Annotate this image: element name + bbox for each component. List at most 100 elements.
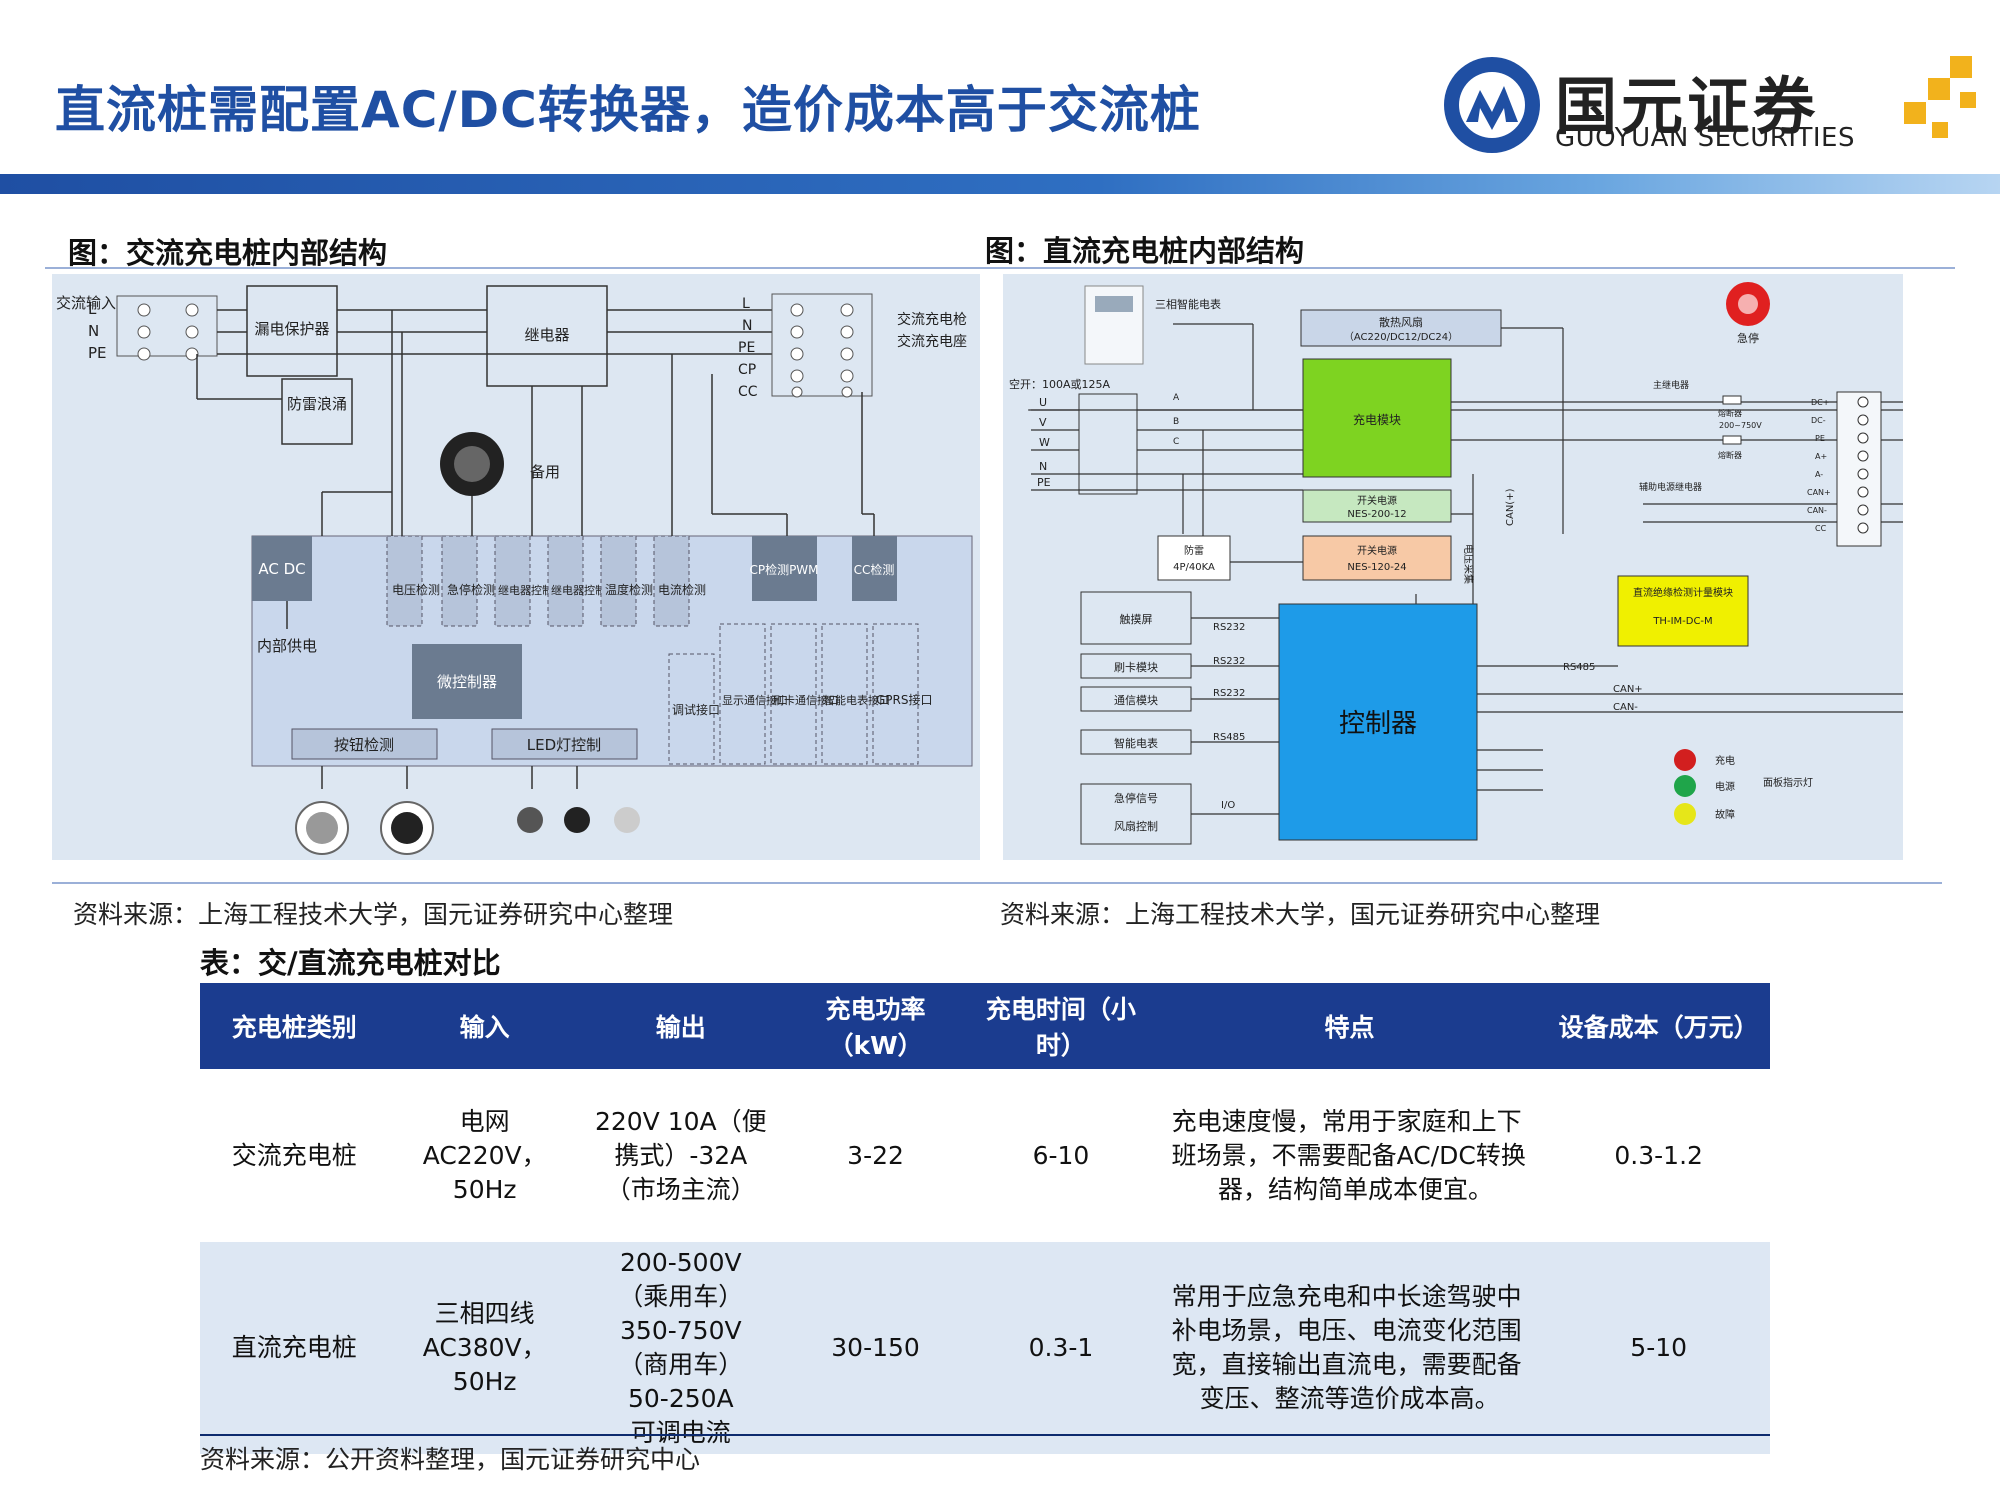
cell-feature-line: 补电场景，电压、电流变化范围 — [1171, 1316, 1522, 1345]
cell-feature: 充电速度慢，常用于家庭和上下 班场景，不需要配备AC/DC转换 器，结构简单成本… — [1151, 1069, 1548, 1242]
main-relay-label: 主继电器 — [1653, 379, 1689, 391]
cp-detect-label: CP检测PWM — [749, 562, 818, 577]
phase-A: A — [1173, 393, 1180, 403]
mcu-label: 微控制器 — [437, 673, 497, 691]
rs232-touch: RS232 — [1213, 622, 1245, 633]
table-row: 直流充电桩 三相四线 AC380V，50Hz 200-500V （乘用车） 35… — [200, 1242, 1770, 1454]
table-row: 交流充电桩 电网 AC220V，50Hz 220V 10A（便 携式）-32A … — [200, 1069, 1770, 1242]
terminal-a-minus: A- — [1815, 470, 1823, 479]
temp-detect-label: 温度检测 — [605, 582, 653, 597]
terminal-can-plus: CAN+ — [1807, 488, 1831, 497]
cell-input-line: 三相四线 — [434, 1299, 535, 1328]
terminal-dc-plus: DC+ — [1811, 398, 1829, 407]
cell-output: 200-500V （乘用车） 350-750V （商用车） 50-250A 可调… — [580, 1242, 781, 1454]
rs232-comm: RS232 — [1213, 688, 1245, 699]
fuse-1-label: 熔断器 — [1718, 408, 1742, 418]
relay-control-1-label: 继电器控制 — [498, 583, 553, 597]
cell-output-line: （商用车） — [618, 1350, 744, 1379]
ac-in-L: L — [88, 300, 97, 318]
ac-out-CP: CP — [738, 362, 756, 378]
cell-feature-line: 常用于应急充电和中长途驾驶中 — [1171, 1282, 1522, 1311]
io-label: I/O — [1221, 800, 1235, 811]
page-title: 直流桩需配置AC/DC转换器，造价成本高于交流桩 — [55, 81, 1201, 139]
col-feature-header: 特点 — [1151, 983, 1548, 1069]
terminal-cc: CC — [1815, 524, 1827, 533]
internal-power-label: 内部供电 — [257, 637, 317, 655]
voltage-sample-label: 电压采集 — [1462, 544, 1475, 584]
guoyuan-logo-icon — [1444, 57, 1540, 153]
dc-in-PE: PE — [1037, 476, 1051, 489]
gold-squares-decoration — [1904, 56, 1976, 138]
right-figure-source: 资料来源：上海工程技术大学，国元证券研究中心整理 — [1000, 900, 1601, 929]
header-band — [0, 174, 2000, 194]
can-pos-vertical-label: CAN(+) — [1505, 488, 1516, 526]
cell-feature: 常用于应急充电和中长途驾驶中 补电场景，电压、电流变化范围 宽，直接输出直流电，… — [1151, 1242, 1548, 1454]
psu-1-label: 开关电源 — [1357, 494, 1397, 507]
ac-out-PE: PE — [738, 340, 755, 356]
cell-time: 0.3-1 — [970, 1242, 1152, 1454]
cell-power: 3-22 — [780, 1069, 971, 1242]
dc-in-W: W — [1039, 436, 1050, 449]
terminal-dc-minus: DC- — [1811, 416, 1826, 425]
ac-gun-label: 交流充电枪 — [897, 311, 967, 328]
cell-output-line: 50-250A — [627, 1384, 734, 1413]
terminal-can-minus: CAN- — [1807, 506, 1827, 515]
charge-module-label: 充电模块 — [1353, 412, 1401, 427]
estop-label: 急停 — [1737, 331, 1759, 345]
ac-out-CC: CC — [738, 384, 758, 400]
cell-output-line: （市场主流） — [605, 1174, 756, 1204]
led-control-label: LED灯控制 — [527, 736, 601, 754]
col-time-header: 充电时间（小时） — [970, 983, 1152, 1069]
ac-pile-diagram: 交流输入 L N PE 漏电保护器 继电器 防雷浪涌 备用 L N PE CP … — [52, 274, 980, 860]
cell-output-line: 可调电流 — [630, 1418, 731, 1447]
cc-detect-label: CC检测 — [854, 562, 895, 577]
fan-label: 散热风扇 — [1379, 315, 1423, 329]
cell-output-line: 200-500V — [620, 1248, 742, 1277]
fuse-2-label: 熔断器 — [1718, 450, 1742, 460]
table-source: 资料来源：公开资料整理，国元证券研究中心 — [200, 1445, 701, 1474]
dc-in-N: N — [1039, 460, 1047, 473]
cell-feature-line: 器，结构简单成本便宜。 — [1217, 1174, 1493, 1204]
can-plus-label: CAN+ — [1613, 684, 1643, 695]
estop-signal-label: 急停信号 — [1114, 791, 1158, 805]
dc-in-U: U — [1039, 396, 1047, 409]
left-figure-source: 资料来源：上海工程技术大学，国元证券研究中心整理 — [73, 900, 674, 929]
cell-type: 直流充电桩 — [200, 1242, 389, 1454]
col-input-header: 输入 — [388, 983, 581, 1069]
rs232-card: RS232 — [1213, 656, 1245, 667]
terminal-a-plus: A+ — [1815, 452, 1827, 461]
right-figure-title: 图：直流充电桩内部结构 — [985, 234, 1305, 268]
comm-module-label: 通信模块 — [1114, 694, 1158, 707]
cell-feature-line: 变压、整流等造价成本高。 — [1199, 1384, 1500, 1413]
leakage-protector-label: 漏电保护器 — [254, 320, 329, 338]
surge-label: 防雷浪涌 — [287, 395, 347, 413]
led-power-label: 电源 — [1715, 780, 1735, 793]
cell-power: 30-150 — [780, 1242, 971, 1454]
cell-cost: 0.3-1.2 — [1547, 1069, 1770, 1242]
ac-out-N: N — [742, 318, 752, 334]
cell-output: 220V 10A（便 携式）-32A （市场主流） — [580, 1069, 781, 1242]
source-rule — [52, 882, 1942, 884]
phase-C: C — [1173, 437, 1179, 447]
acdc-label: AC DC — [258, 560, 305, 578]
aux-relay-label: 辅助电源继电器 — [1639, 481, 1702, 493]
panel-indicator-label: 面板指示灯 — [1763, 776, 1813, 789]
cell-time: 6-10 — [970, 1069, 1152, 1242]
voltage-detect-label: 电压检测 — [392, 582, 440, 597]
comparison-table: 充电桩类别 输入 输出 充电功率（kW） 充电时间（小时） 特点 设备成本（万元… — [200, 983, 1770, 1454]
col-type-header: 充电桩类别 — [200, 983, 389, 1069]
cell-input-line: 电网 — [459, 1106, 510, 1136]
cell-input-line: AC220V，50Hz — [422, 1140, 547, 1204]
lightning-label: 防雷 — [1184, 544, 1204, 557]
cell-output-line: 350-750V — [620, 1316, 742, 1345]
spare-label: 备用 — [530, 463, 560, 481]
debug-port-label: 调试接口 — [672, 702, 720, 717]
current-detect-label: 电流检测 — [658, 582, 706, 597]
gprs-port-label: GPRS接口 — [876, 692, 933, 707]
card-module-label: 刷卡模块 — [1114, 661, 1158, 674]
psu-1-model: NES-200-12 — [1347, 509, 1406, 520]
led-charge-label: 充电 — [1715, 754, 1735, 767]
cell-output-line: （乘用车） — [618, 1282, 744, 1311]
cell-input: 电网 AC220V，50Hz — [388, 1069, 581, 1242]
rs485-insulation: RS485 — [1563, 662, 1595, 673]
